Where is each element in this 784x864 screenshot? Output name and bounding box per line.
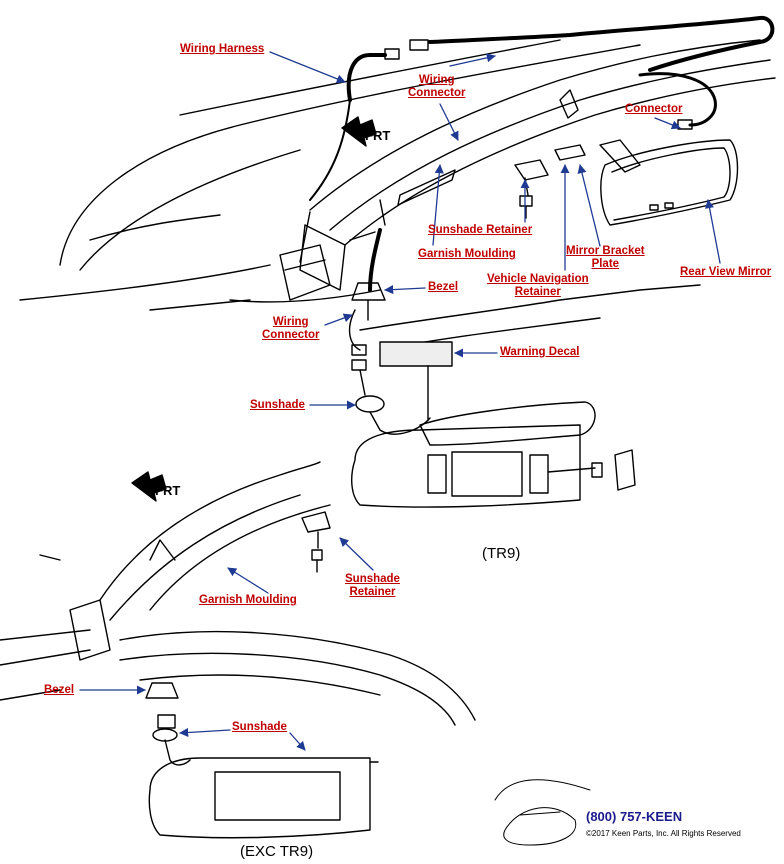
label-line: Plate [591,258,620,270]
roof-bottom-outline [0,461,476,726]
label-line: Mirror Bracket [566,245,645,257]
label-rear-view-mirror: Rear View Mirror [680,266,772,278]
label-sunshade-bottom: Sunshade [232,721,287,733]
label-connector: Connector [625,103,683,115]
label-line: Retainer [349,586,396,598]
caption-tr9: (TR9) [482,545,521,562]
label-mirror-bracket-plate: Mirror Bracket Plate [566,245,645,271]
sunshade-top-assembly [351,401,636,508]
label-bezel-top: Bezel [428,281,459,293]
label-sunshade-retainer-bottom: Sunshade Retainer [345,573,400,599]
label-vehicle-navigation-retainer: Vehicle Navigation Retainer [487,273,589,299]
wiring-harness-cable [309,15,775,292]
label-wiring-connector-top: Wiring Connector [408,74,466,100]
sunshade-bottom-assembly [145,682,379,839]
label-bezel-bottom: Bezel [44,684,75,696]
label-line: Vehicle Navigation [487,273,589,285]
label-warning-decal: Warning Decal [500,346,580,358]
sunshade-retainer-bottom [301,511,331,573]
leader-arrows [79,51,721,751]
bezel-connector-stack [348,282,386,413]
caption-exc-tr9: (EXC TR9) [240,843,314,860]
brand-copyright: ©2017 Keen Parts, Inc. All Rights Reserv… [586,829,741,838]
keen-parts-logo-icon [494,779,591,846]
sunshade-retainer-top [514,144,586,219]
label-line: Wiring [272,316,309,328]
roof-top-outline [19,39,776,351]
label-line: Connector [262,329,320,341]
frt-arrow-icon [341,116,377,147]
label-line: Wiring [418,74,455,86]
frt-label-top: FRT [365,128,391,143]
label-sunshade-retainer-top: Sunshade Retainer [428,224,533,236]
frt-arrow-icon [131,471,167,502]
label-line: Sunshade [345,573,400,585]
brand-phone: (800) 757-KEEN [586,809,683,824]
rear-view-mirror [599,139,739,226]
label-wiring-connector-mid: Wiring Connector [262,316,320,342]
label-line: Retainer [514,286,561,298]
label-line: Connector [408,87,466,99]
label-garnish-moulding-bottom: Garnish Moulding [199,594,297,606]
frt-label-bottom: FRT [155,483,181,498]
warning-decal-rect [379,341,453,367]
label-sunshade-top: Sunshade [250,399,305,411]
label-wiring-harness: Wiring Harness [180,43,265,55]
label-garnish-moulding-top: Garnish Moulding [418,248,516,260]
